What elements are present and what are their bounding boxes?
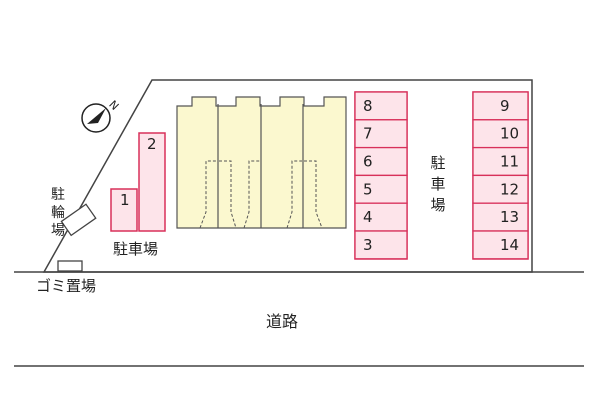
parking-space-11: [472, 146, 529, 177]
parking-space-9: [472, 91, 529, 121]
parking-space-label: 5: [363, 180, 373, 198]
entrance-mark: [286, 160, 302, 229]
garbage-area-label: ゴミ置場: [36, 277, 96, 295]
parking-space-label: 12: [500, 180, 519, 198]
parking-space-label: 7: [363, 125, 373, 143]
parking-space-14: [472, 230, 529, 260]
parking-space-label: 2: [147, 135, 157, 153]
parking-space-12: [472, 174, 529, 204]
parking-space-3: [354, 230, 408, 260]
entrance-mark: [304, 160, 323, 229]
entrance-mark: [199, 160, 217, 229]
parking-space-label: 1: [120, 191, 130, 209]
bicycle-parking-label: 駐輪場: [51, 187, 65, 239]
parking-space-label: 13: [500, 208, 519, 226]
parking-left: 1 2: [110, 132, 166, 232]
parking-space-label: 8: [363, 97, 373, 115]
parking-space-label: 3: [363, 236, 373, 254]
entrance-mark: [219, 160, 237, 229]
parking-space-2: [138, 132, 166, 232]
parking-left-label: 駐車場: [113, 240, 158, 258]
parking-space-7: [354, 119, 408, 149]
parking-space-label: 9: [500, 97, 510, 115]
bicycle-parking-area: [60, 203, 97, 237]
parking-space-8: [354, 91, 408, 121]
parking-space-label: 10: [500, 125, 519, 143]
parking-space-4: [354, 202, 408, 232]
parking-space-1: [110, 188, 138, 232]
parking-space-label: 4: [363, 208, 373, 226]
parking-space-10: [472, 119, 529, 149]
compass-icon: [81, 103, 111, 133]
parking-space-6: [354, 146, 408, 177]
road-label: 道路: [266, 312, 298, 331]
parking-space-label: 6: [363, 153, 373, 171]
parking-center: 8 7 6 5 4 3: [354, 91, 408, 260]
garbage-area: [57, 260, 83, 272]
entrance-mark: [243, 160, 260, 229]
parking-space-label: 11: [500, 153, 519, 171]
building: [176, 96, 347, 229]
parking-space-label: 14: [500, 236, 519, 254]
parking-right-label: 駐車場: [430, 154, 445, 214]
parking-right: 9 10 11 12 13 14: [472, 91, 529, 260]
